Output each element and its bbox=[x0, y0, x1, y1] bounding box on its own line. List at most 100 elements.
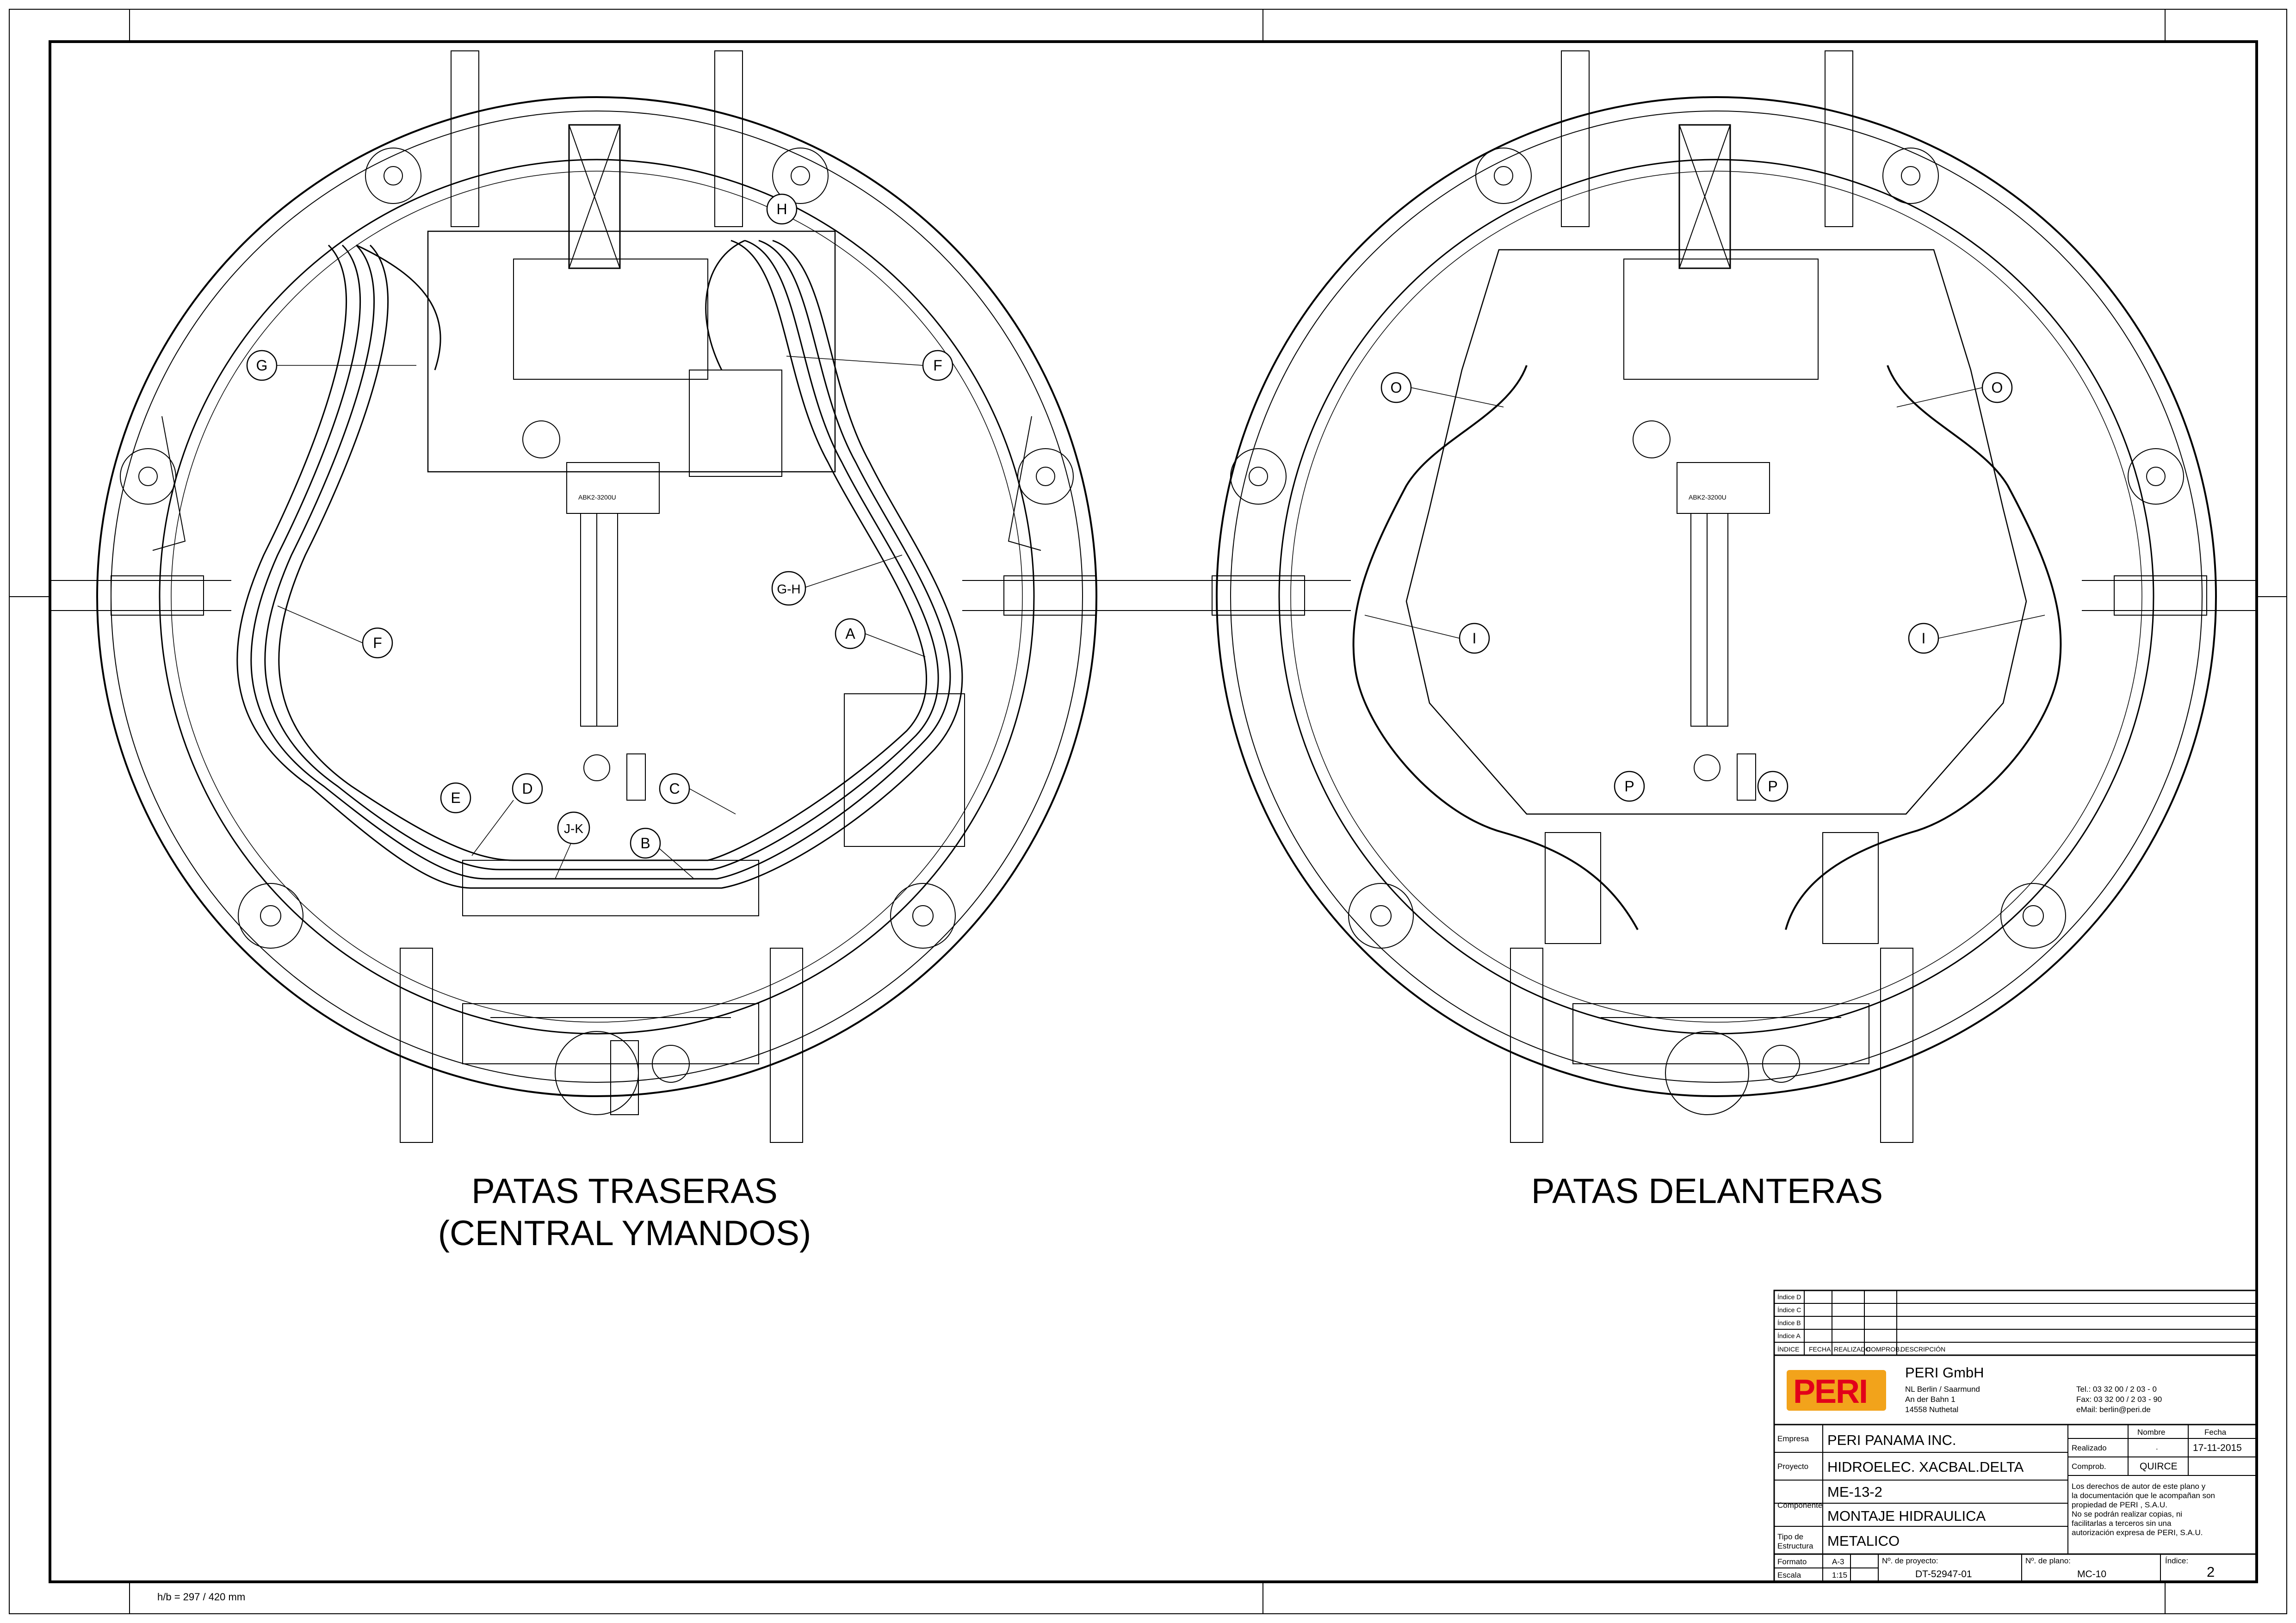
callout-i-right: I bbox=[1908, 623, 1939, 654]
callout-g: G bbox=[246, 350, 278, 381]
value-formato: A-3 bbox=[1832, 1557, 1844, 1566]
value-proyecto: HIDROELEC. XACBAL.DELTA bbox=[1827, 1459, 2024, 1475]
value-num-plano: MC-10 bbox=[2077, 1569, 2107, 1580]
margin-ticks bbox=[9, 9, 2287, 1614]
svg-text:G-H: G-H bbox=[777, 582, 800, 596]
caption-right-line1: PATAS DELANTERAS bbox=[1531, 1172, 1883, 1211]
contact-fax: Fax: 03 32 00 / 2 03 - 90 bbox=[2076, 1395, 2162, 1404]
contact-email: eMail: berlin@peri.de bbox=[2076, 1405, 2151, 1414]
rev-header-fecha: FECHA bbox=[1809, 1345, 1831, 1353]
svg-text:O: O bbox=[1391, 379, 1402, 396]
label-formato: Formato bbox=[1777, 1557, 1807, 1566]
label-comprob: Comprob. bbox=[2072, 1462, 2106, 1471]
label-escala: Escala bbox=[1777, 1571, 1801, 1580]
pump-plate-right: ABK2-3200U bbox=[1689, 494, 1727, 501]
address-line-3: 14558 Nuthetal bbox=[1905, 1405, 1959, 1414]
label-tipo-2: Estructura bbox=[1777, 1542, 1813, 1550]
label-nombre: Nombre bbox=[2137, 1428, 2166, 1437]
callout-e: E bbox=[440, 782, 471, 814]
label-num-plano: Nº. de plano: bbox=[2025, 1556, 2071, 1565]
value-componente-2: MONTAJE HIDRAULICA bbox=[1827, 1508, 1986, 1524]
svg-text:A: A bbox=[845, 625, 855, 642]
company-name: PERI GmbH bbox=[1905, 1364, 1984, 1381]
svg-text:E: E bbox=[451, 790, 460, 806]
contact-tel: Tel.: 03 32 00 / 2 03 - 0 bbox=[2076, 1385, 2157, 1394]
caption-patas-delanteras: PATAS DELANTERAS bbox=[1476, 1170, 1938, 1212]
callout-h: H bbox=[766, 193, 798, 225]
callout-p-left: P bbox=[1614, 771, 1645, 802]
svg-text:B: B bbox=[640, 835, 650, 852]
caption-left-line2: (CENTRAL YMANDOS) bbox=[438, 1214, 811, 1253]
rev-header-descripcion: DESCRIPCIÓN bbox=[1900, 1345, 1946, 1353]
copyright-line-5: facilitarlas a terceros sin una bbox=[2072, 1519, 2172, 1528]
peri-logo-text: PERI bbox=[1793, 1373, 1868, 1410]
rev-header-indice: ÍNDICE bbox=[1777, 1345, 1800, 1353]
rev-row-d: Índice D bbox=[1777, 1293, 1801, 1301]
label-realizado: Realizado bbox=[2072, 1444, 2107, 1452]
callout-f-upper: F bbox=[922, 350, 953, 381]
label-fecha: Fecha bbox=[2204, 1428, 2227, 1437]
callout-g-h: G-H bbox=[771, 571, 806, 606]
address-line-2: An der Bahn 1 bbox=[1905, 1395, 1956, 1404]
label-tipo-1: Tipo de bbox=[1777, 1532, 1804, 1541]
callout-d: D bbox=[512, 773, 543, 804]
value-num-proyecto: DT-52947-01 bbox=[1915, 1569, 1972, 1580]
callout-p-right: P bbox=[1757, 771, 1789, 802]
callout-o-left: O bbox=[1380, 372, 1412, 403]
value-comprob-nombre: QUIRCE bbox=[2140, 1461, 2178, 1472]
callout-a: A bbox=[835, 618, 866, 649]
copyright-line-2: la documentación que le acompañan son bbox=[2072, 1491, 2215, 1500]
ring-assembly-left bbox=[51, 50, 1166, 1143]
ring-assembly-right bbox=[1166, 50, 2256, 1143]
callout-j-k: J-K bbox=[557, 811, 590, 845]
drawing-frame bbox=[49, 40, 2258, 1583]
svg-text:O: O bbox=[1992, 379, 2003, 396]
copyright-line-6: autorización expresa de PERI, S.A.U. bbox=[2072, 1528, 2203, 1537]
value-fecha: 17-11-2015 bbox=[2193, 1443, 2242, 1453]
copyright-line-4: No se podrán realizar copias, ni bbox=[2072, 1510, 2183, 1518]
svg-text:D: D bbox=[522, 780, 532, 797]
svg-text:F: F bbox=[933, 357, 942, 374]
rev-row-b: Índice B bbox=[1777, 1319, 1801, 1327]
svg-text:F: F bbox=[373, 635, 382, 651]
pump-plate-left: ABK2-3200U bbox=[578, 494, 616, 501]
scale-note: h/b = 297 / 420 mm bbox=[157, 1591, 246, 1603]
svg-text:P: P bbox=[1768, 778, 1777, 795]
address-line-1: NL Berlin / Saarmund bbox=[1905, 1385, 1980, 1394]
svg-text:C: C bbox=[669, 780, 680, 797]
value-empresa: PERI PANAMA INC. bbox=[1827, 1432, 1956, 1448]
label-proyecto: Proyecto bbox=[1777, 1462, 1809, 1471]
rev-header-realizado: REALIZADO bbox=[1834, 1345, 1871, 1353]
value-realizado-nombre: . bbox=[2156, 1443, 2158, 1451]
label-empresa: Empresa bbox=[1777, 1434, 1809, 1443]
rev-header-comprob: COMPROB. bbox=[1866, 1345, 1902, 1353]
value-componente-1: ME-13-2 bbox=[1827, 1484, 1882, 1500]
value-tipo: METALICO bbox=[1827, 1533, 1900, 1549]
svg-text:P: P bbox=[1624, 778, 1634, 795]
copyright-line-3: propiedad de PERI , S.A.U. bbox=[2072, 1500, 2167, 1509]
callout-o-right: O bbox=[1981, 372, 2013, 403]
caption-left-line1: PATAS TRASERAS bbox=[471, 1172, 778, 1211]
svg-text:I: I bbox=[1473, 630, 1477, 647]
svg-text:H: H bbox=[776, 201, 787, 217]
value-escala: 1:15 bbox=[1832, 1571, 1848, 1580]
label-num-proyecto: Nº. de proyecto: bbox=[1882, 1556, 1938, 1565]
rev-row-a: Índice A bbox=[1777, 1332, 1801, 1339]
value-indice: 2 bbox=[2207, 1564, 2215, 1580]
copyright-line-1: Los derechos de autor de este plano y bbox=[2072, 1482, 2206, 1491]
label-indice: Índice: bbox=[2165, 1556, 2189, 1565]
callout-b: B bbox=[630, 827, 661, 859]
rev-row-c: Índice C bbox=[1777, 1306, 1801, 1314]
callout-c: C bbox=[659, 773, 690, 804]
caption-patas-traseras: PATAS TRASERAS (CENTRAL YMANDOS) bbox=[370, 1170, 879, 1254]
svg-text:G: G bbox=[256, 357, 268, 374]
peri-logo: PERI bbox=[1787, 1370, 1886, 1411]
callout-f-lower: F bbox=[362, 627, 393, 659]
svg-text:J-K: J-K bbox=[564, 821, 583, 836]
callout-i-left: I bbox=[1459, 623, 1490, 654]
svg-text:I: I bbox=[1922, 630, 1926, 647]
sheet-outer-border bbox=[9, 9, 2287, 1614]
